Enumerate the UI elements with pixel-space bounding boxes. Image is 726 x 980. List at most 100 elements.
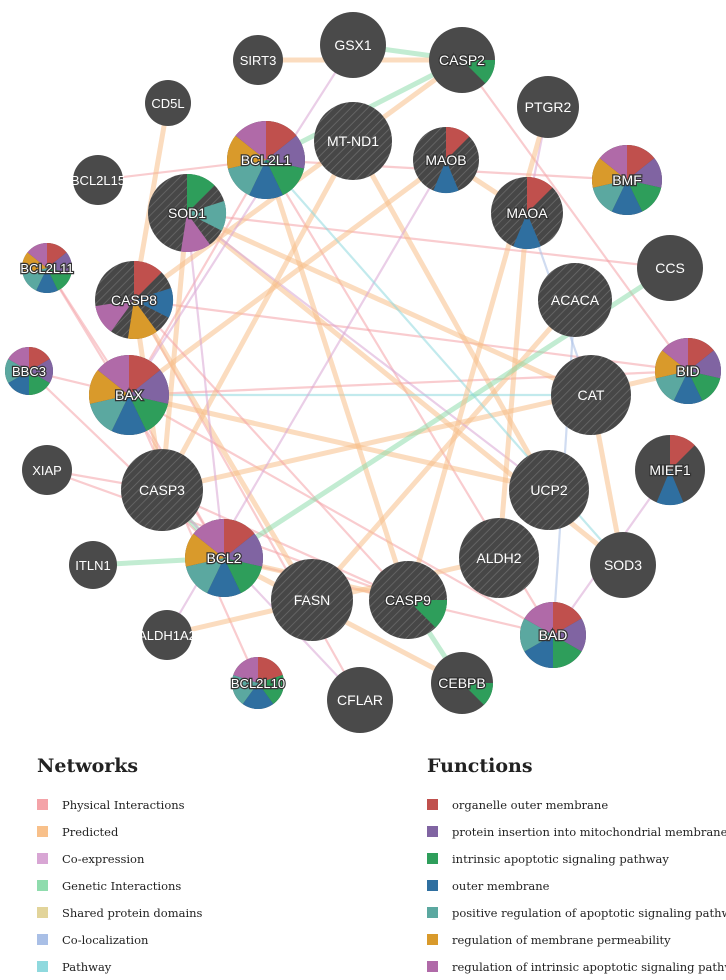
node-slice-organelle-outer-membrane	[670, 435, 695, 470]
node-bbc3[interactable]: BBC3	[4, 347, 54, 395]
node-slice-regulation-intrinsic	[599, 145, 627, 180]
node-slice-regulation-intrinsic	[97, 355, 129, 395]
networks-legend-swatch	[37, 961, 48, 972]
node-circle	[517, 76, 579, 138]
node-slice-regulation-permeability	[89, 370, 129, 404]
functions-legend-swatch	[427, 853, 438, 864]
node-slice-regulation-intrinsic	[662, 338, 688, 371]
node-slice-protein-insertion	[266, 135, 305, 169]
networks-legend-label: Co-localization	[62, 932, 149, 947]
node-sod1[interactable]: SOD1	[148, 174, 226, 252]
functions-legend-items: organelle outer membrane protein insertio…	[427, 791, 726, 980]
networks-legend-item: Pathway	[37, 953, 202, 980]
node-slice-positive-regulation	[90, 395, 129, 432]
node-slice-intrinsic-apoptotic	[129, 395, 168, 432]
node-mief1[interactable]: MIEF1	[635, 435, 705, 505]
networks-legend-swatch	[37, 853, 48, 864]
node-cflar[interactable]: CFLAR	[327, 667, 393, 733]
node-label: BCL2L10	[231, 676, 285, 691]
node-slice-outer-membrane	[433, 160, 459, 193]
node-bcl2l1[interactable]: BCL2L1	[227, 120, 305, 199]
node-circle	[271, 559, 353, 641]
node-circle	[327, 667, 393, 733]
node-casp9[interactable]: CASP9	[369, 561, 447, 639]
node-label: CAT	[578, 387, 605, 403]
node-mt-nd1[interactable]: MT-ND1	[314, 102, 392, 180]
node-slice-outer-membrane	[207, 558, 241, 597]
node-sirt3[interactable]: SIRT3	[233, 35, 283, 85]
node-slice-outer-membrane	[249, 160, 283, 199]
functions-legend-label: intrinsic apoptotic signaling pathway	[452, 851, 669, 866]
node-maoa[interactable]: MAOA	[491, 177, 563, 250]
functions-legend-label: regulation of membrane permeability	[452, 932, 671, 947]
edge-bax-bad	[128, 394, 554, 636]
node-label: GSX1	[334, 37, 372, 53]
edge-bcl2l1-casp9	[263, 159, 411, 601]
edge-cflar-casp3	[161, 489, 361, 701]
node-slice-protein-insertion	[29, 359, 54, 383]
networks-legend-swatch	[37, 907, 48, 918]
node-sod3[interactable]: SOD3	[590, 532, 656, 598]
node-label: FASN	[294, 592, 331, 608]
node-bcl2l11[interactable]: BCL2L11	[19, 243, 75, 293]
node-gsx1[interactable]: GSX1	[320, 12, 386, 78]
node-cd5l[interactable]: CD5L	[145, 80, 191, 126]
node-bax[interactable]: BAX	[89, 355, 170, 435]
node-casp8[interactable]: CASP8	[95, 261, 174, 339]
edge-mt-nd1-ucp2	[350, 139, 552, 492]
node-itln1[interactable]: ITLN1	[69, 541, 117, 589]
node-slice-organelle-outer-membrane	[688, 338, 714, 371]
node-aldh1a2[interactable]: ALDH1A2	[138, 610, 196, 660]
node-bcl2l15[interactable]: BCL2L15	[71, 155, 125, 205]
node-slice-regulation-permeability	[185, 533, 224, 567]
node-label: ALDH1A2	[138, 628, 196, 643]
node-slice-positive-regulation	[187, 200, 226, 231]
node-casp3[interactable]: CASP3	[121, 449, 203, 531]
node-slice-organelle-outer-membrane	[224, 519, 255, 558]
node-slice-positive-regulation	[592, 180, 627, 212]
node-slice-positive-regulation	[520, 618, 553, 652]
functions-legend-label: protein insertion into mitochondrial mem…	[452, 824, 726, 839]
node-bad[interactable]: BAD	[520, 602, 586, 668]
node-aldh2[interactable]: ALDH2	[459, 518, 539, 598]
node-bmf[interactable]: BMF	[592, 145, 662, 215]
functions-legend-swatch	[427, 826, 438, 837]
node-slice-outer-membrane	[36, 268, 58, 293]
node-ucp2[interactable]: UCP2	[509, 450, 589, 530]
node-cat[interactable]: CAT	[551, 355, 631, 435]
networks-legend-label: Genetic Interactions	[62, 878, 182, 893]
node-slice-organelle-outer-membrane	[29, 347, 50, 371]
edge-mt-nd1-casp3	[159, 139, 356, 492]
functions-legend-item: protein insertion into mitochondrial mem…	[427, 818, 726, 845]
node-slice-intrinsic-apoptotic	[29, 371, 50, 395]
node-circle	[73, 155, 123, 205]
node-slice-positive-regulation	[4, 359, 30, 383]
node-circle	[637, 235, 703, 301]
functions-legend-label: organelle outer membrane	[452, 797, 609, 812]
node-slice-protein-insertion	[553, 618, 586, 652]
node-xiap[interactable]: XIAP	[22, 445, 72, 495]
node-ccs[interactable]: CCS	[637, 235, 703, 301]
node-label: BCL2	[206, 550, 241, 566]
node-label: MAOA	[506, 205, 548, 221]
node-label: BMF	[612, 172, 642, 188]
node-slice-intrinsic-apoptotic	[462, 683, 493, 705]
node-bid[interactable]: BID	[655, 338, 721, 404]
node-slice-protein-insertion	[688, 350, 721, 379]
node-bcl2[interactable]: BCL2	[185, 519, 263, 597]
node-slice-regulation-permeability	[655, 350, 688, 379]
node-label: BCL2L15	[71, 173, 125, 188]
node-label: UCP2	[530, 482, 568, 498]
node-maob[interactable]: MAOB	[413, 127, 479, 193]
node-fasn[interactable]: FASN	[271, 559, 353, 641]
node-label: ALDH2	[476, 550, 521, 566]
node-cebpb[interactable]: CEBPB	[431, 652, 493, 714]
node-slice-protein-insertion	[224, 533, 263, 567]
node-acaca[interactable]: ACACA	[538, 263, 612, 337]
edge-fasn-casp8	[131, 298, 315, 602]
node-ptgr2[interactable]: PTGR2	[517, 76, 579, 138]
node-casp2[interactable]: CASP2	[429, 27, 495, 93]
node-slice-regulation-intrinsic	[27, 243, 47, 268]
edge-sod1-casp3	[159, 212, 190, 491]
node-bcl2l10[interactable]: BCL2L10	[230, 657, 286, 709]
